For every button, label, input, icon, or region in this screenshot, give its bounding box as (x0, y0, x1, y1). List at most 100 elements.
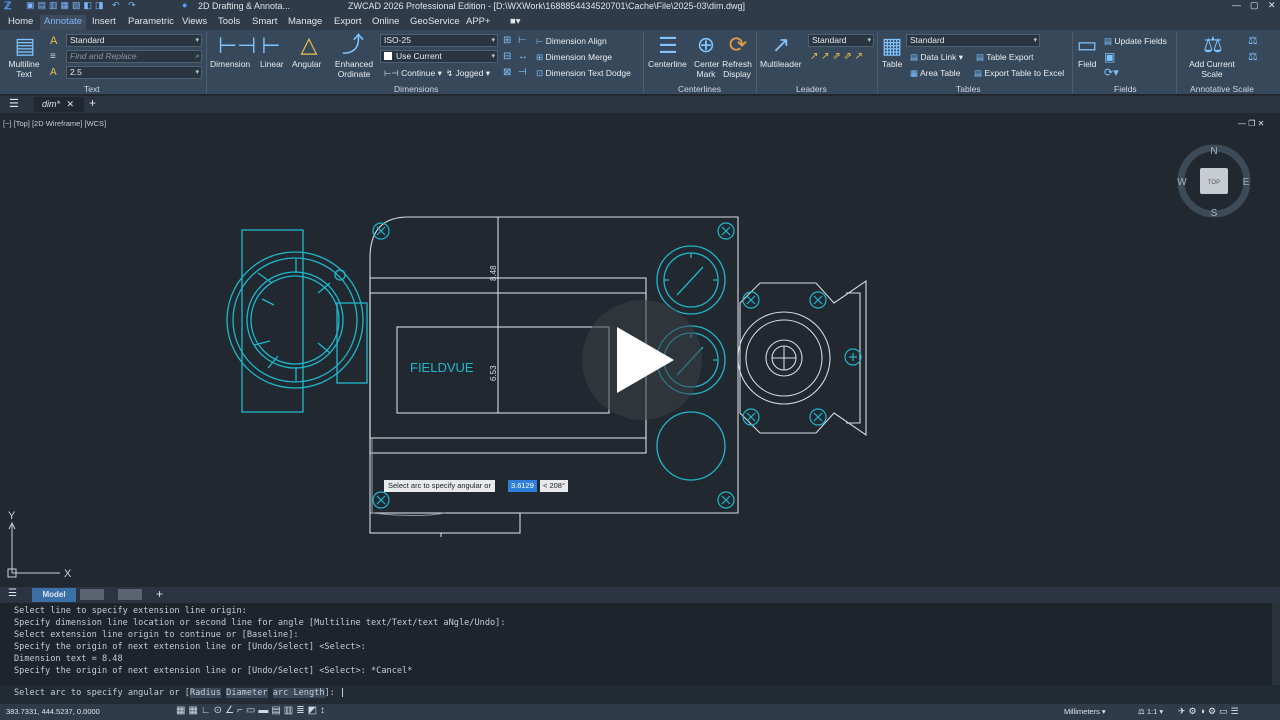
leaders-panel-label[interactable]: Leaders (796, 84, 827, 94)
tab-home[interactable]: Home (8, 16, 34, 27)
close-tab-icon[interactable]: ✕ (66, 99, 75, 109)
centerline-button[interactable]: Centerline (648, 59, 687, 69)
multileader-button[interactable]: Multileader (760, 59, 802, 69)
dimension-merge-button[interactable]: ⊞ Dimension Merge (536, 52, 613, 62)
viewcube-top-face[interactable]: TOP (1208, 180, 1220, 186)
drafting-toggles[interactable]: ▦▦∟⊙∠⌐▭▬▤▥≣◩↕ (176, 705, 329, 716)
field-tool-icon[interactable]: ▣ (1104, 50, 1116, 64)
dim-tool-icon[interactable]: ⊣ (518, 67, 527, 78)
workspace-selector[interactable]: 2D Drafting & Annota... (198, 1, 291, 11)
layout-tab[interactable] (80, 589, 104, 600)
tab-smart[interactable]: Smart (252, 16, 278, 27)
field-button[interactable]: Field (1078, 59, 1097, 69)
maximize-icon[interactable]: ▢ (1250, 0, 1259, 10)
document-tab[interactable]: dim* ✕ (34, 97, 84, 112)
field-refresh-icon[interactable]: ⟳▾ (1104, 67, 1119, 79)
table-style-select[interactable]: Standard▾ (906, 34, 1040, 47)
linear-icon[interactable]: ⊢ (261, 33, 281, 58)
multiline-text-icon[interactable]: ▤ (14, 33, 36, 58)
linear-button[interactable]: Linear (260, 59, 284, 69)
enhanced-ordinate-button[interactable]: Enhanced Ordinate (334, 59, 374, 79)
dim-tool-icon[interactable]: ⊞ (503, 35, 512, 46)
mleader-style-select[interactable]: Standard▾ (808, 34, 874, 47)
update-fields-button[interactable]: ▤ Update Fields (1104, 36, 1167, 46)
new-tab-icon[interactable]: + (89, 96, 97, 110)
arc-length-option[interactable]: arc Length (272, 688, 325, 698)
tab-tools[interactable]: Tools (218, 16, 241, 27)
dimensions-panel-label[interactable]: Dimensions (394, 84, 439, 94)
quick-access-icons[interactable]: ▣▤▥▦▧◧◨ ↶ ↷ (26, 0, 139, 10)
text-height-input[interactable]: 2.5▾ (66, 66, 202, 79)
multileader-icon[interactable]: ↗ (771, 32, 791, 57)
center-mark-button[interactable]: Center Mark (694, 59, 720, 79)
dynamic-input-angle[interactable]: < 208° (540, 480, 568, 492)
tab-annotate[interactable]: Annotate (40, 15, 87, 30)
status-tray-icons[interactable]: ✈⚙◑⚙▭☰ (1178, 706, 1242, 716)
dim-style-select[interactable]: ISO-25▾ (380, 34, 498, 47)
angular-icon[interactable]: △ (300, 32, 318, 57)
refresh-display-button[interactable]: Refresh Display (722, 59, 752, 79)
add-layout-icon[interactable]: + (156, 587, 164, 601)
text-style-select[interactable]: Standard▾ (66, 34, 202, 47)
annotative-scale-panel-label[interactable]: Annotative Scale (1190, 84, 1254, 94)
enhanced-ordinate-icon[interactable]: ⤴ (342, 32, 365, 57)
tab-parametric[interactable]: Parametric (128, 16, 174, 27)
jogged-button[interactable]: ↯ Jogged ▾ (446, 68, 491, 78)
table-button[interactable]: Table (882, 59, 903, 69)
dim-tool-icon[interactable]: ⊠ (503, 67, 512, 78)
centerline-icon[interactable]: ☰ (658, 33, 678, 58)
tab-insert[interactable]: Insert (92, 16, 116, 27)
minimize-icon[interactable]: — (1232, 0, 1241, 10)
table-icon[interactable]: ▦ (881, 33, 903, 58)
dimension-align-button[interactable]: ⊢ Dimension Align (536, 36, 607, 46)
data-link-button[interactable]: ▤ Data Link ▾ (910, 52, 963, 62)
radius-option[interactable]: Radius (189, 688, 221, 698)
scale-tool-icon[interactable]: ⚖ (1248, 35, 1258, 47)
export-table-excel-button[interactable]: ▤ Export Table to Excel (974, 68, 1065, 78)
centerlines-panel-label[interactable]: Centerlines (678, 84, 721, 94)
command-scrollbar[interactable] (1272, 603, 1280, 685)
continue-button[interactable]: ⊢⊣ Continue ▾ (384, 68, 442, 78)
tab-export[interactable]: Export (334, 16, 362, 27)
tables-panel-label[interactable]: Tables (956, 84, 981, 94)
angular-button[interactable]: Angular (292, 59, 322, 69)
leader-tools-icons[interactable]: ↗ ↗ ⇗ ⇗ ↗ (810, 51, 864, 62)
viewport-controls[interactable]: [−] [Top] [2D Wireframe] [WCS] (3, 119, 107, 128)
dim-tool-icon[interactable]: ⊟ (503, 51, 512, 62)
refresh-display-icon[interactable]: ⟳ (728, 32, 748, 57)
tab-app-plus[interactable]: APP+ (466, 16, 491, 27)
dim-layer-select[interactable]: Use Current▾ (380, 50, 498, 63)
tab-geoservice[interactable]: GeoService (410, 16, 460, 27)
viewcube[interactable] (1177, 144, 1251, 218)
dimension-text-dodge-button[interactable]: ⊡ Dimension Text Dodge (536, 68, 631, 78)
close-icon[interactable]: ✕ (1268, 0, 1276, 10)
dimension-icon[interactable]: ⊢⊣ (218, 33, 257, 58)
add-current-scale-button[interactable]: Add Current Scale (1189, 59, 1235, 79)
area-table-button[interactable]: ▦ Area Table (910, 68, 961, 78)
annotation-scale[interactable]: ⚖ 1:1 ▾ (1138, 707, 1164, 716)
table-export-button[interactable]: ▤ Table Export (976, 52, 1034, 62)
scale-tool-icon[interactable]: ⚖ (1248, 51, 1258, 63)
drawing-viewport[interactable]: [−] [Top] [2D Wireframe] [WCS] — ❐ ✕ FIE… (0, 113, 1280, 587)
menu-icon[interactable]: ☰ (9, 98, 19, 110)
find-replace-input[interactable]: Find and Replace⌕ (66, 50, 202, 63)
viewport-window-controls[interactable]: — ❐ ✕ (1238, 119, 1265, 128)
layout-tab[interactable] (118, 589, 142, 600)
units-selector[interactable]: Millimeters ▾ (1064, 707, 1106, 716)
center-mark-icon[interactable]: ⊕ (696, 32, 716, 57)
add-scale-icon[interactable]: ⚖ (1203, 32, 1223, 57)
dim-tool-icon[interactable]: ↔ (518, 51, 528, 62)
model-tab[interactable]: Model (32, 588, 76, 602)
field-icon[interactable]: ▭ (1076, 32, 1098, 57)
diameter-option[interactable]: Diameter (226, 688, 268, 698)
tab-online[interactable]: Online (372, 16, 400, 27)
command-input[interactable]: Select arc to specify angular or [Radius… (0, 685, 1280, 704)
dim-tool-icon[interactable]: ⊢ (518, 35, 527, 46)
fields-panel-label[interactable]: Fields (1114, 84, 1137, 94)
layout-menu-icon[interactable]: ☰ (8, 588, 17, 599)
tab-views[interactable]: Views (182, 16, 208, 27)
tab-manage[interactable]: Manage (288, 16, 323, 27)
drawing-canvas[interactable]: FIELDVUE 8.48 6.53 (0, 113, 1280, 587)
dynamic-input-value[interactable]: 3.6129 (508, 480, 537, 492)
ribbon-options-icon[interactable]: ■▾ (510, 16, 521, 27)
